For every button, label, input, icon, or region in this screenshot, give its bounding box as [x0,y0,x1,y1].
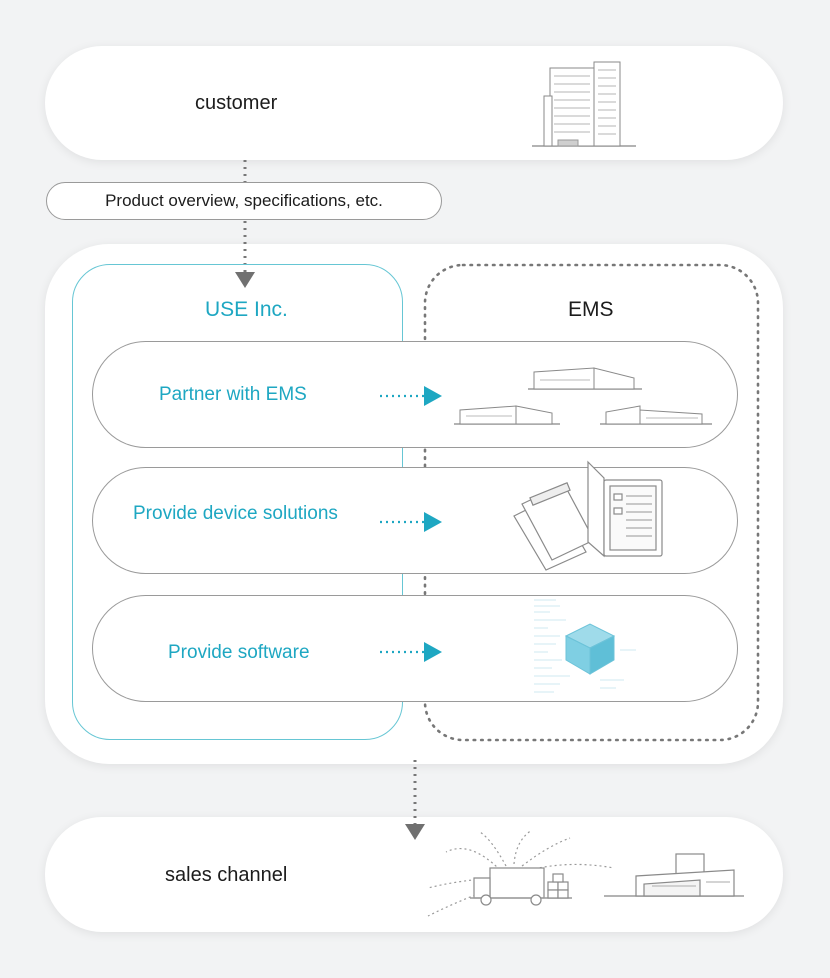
row-partner-label: Partner with EMS [159,384,307,405]
ems-label: EMS [568,298,614,321]
sales-channel-label: sales channel [165,864,288,886]
use-inc-label: USE Inc. [205,298,288,321]
row-software-label: Provide software [168,642,310,663]
row-partner-with-ems: Partner with EMS [92,341,738,448]
row-provide-software: Provide software [92,595,738,702]
row-provide-device-solutions: Provide device solutions [92,467,738,574]
product-overview-pill: Product overview, specifications, etc. [46,182,442,220]
customer-label: customer [195,92,278,114]
customer-card [45,46,783,160]
row-device-label: Provide device solutions [133,503,338,524]
sales-channel-card [45,817,783,932]
